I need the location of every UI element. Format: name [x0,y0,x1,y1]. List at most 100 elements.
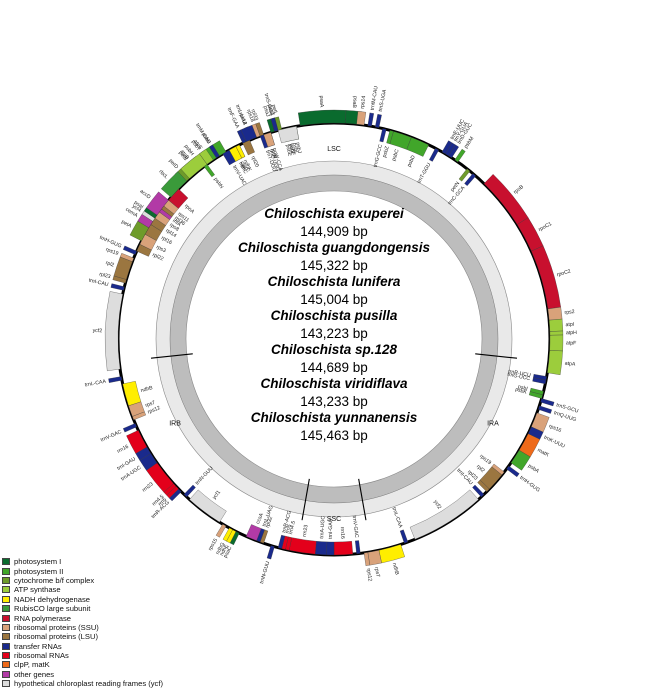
legend-item-ndh: NADH dehydrogenase [2,595,302,604]
svg-text:petN: petN [450,181,462,194]
gene-rrn16: rrn16 [333,527,353,556]
gc-midline [169,174,499,504]
gene-rps4: rps4 [263,132,278,160]
species-name-1: Chiloschista guangdongensis [238,240,431,255]
legend-swatch [2,661,10,669]
gene-trni-gau: trnI-GAU [326,518,334,556]
legend-label: hypothetical chloroplast reading frames … [14,679,163,688]
legend-label: transfer RNAs [14,641,62,651]
genome-size-6: 145,463 bp [300,428,368,443]
legend-label: ribosomal proteins (LSU) [14,632,98,642]
svg-text:ndhE: ndhE [219,543,230,557]
svg-text:rpl23: rpl23 [98,271,111,280]
gene-ycf2: ycf2 [93,291,123,372]
legend-swatch [2,642,10,650]
svg-text:infA: infA [171,218,182,228]
legend-label: other genes [14,669,55,679]
svg-text:trnI-GAU: trnI-GAU [328,518,334,539]
legend-swatch [2,586,10,594]
svg-text:rps15: rps15 [207,537,219,551]
species-name-4: Chiloschista sp.128 [271,342,398,357]
svg-text:trnT-GGU: trnT-GGU [416,162,432,185]
species-name-3: Chiloschista pusilla [271,308,398,323]
legend-swatch [2,567,10,575]
region-label-ssc: SSC [327,516,341,523]
svg-text:psaJ: psaJ [262,105,271,118]
region-label-lsc: LSC [327,146,341,153]
svg-text:rpl2: rpl2 [475,464,486,474]
legend-item-clp: clpP, matK [2,660,302,669]
svg-text:trnN-GUU: trnN-GUU [194,465,214,486]
genome-size-1: 145,322 bp [300,258,368,273]
svg-text:rrn5: rrn5 [157,497,168,508]
gene-rpoc2: rpoC2 [531,245,572,310]
svg-text:ndhG: ndhG [215,542,226,556]
gene-rps2: rps2 [547,306,575,321]
legend-label: photosystem I [14,557,62,567]
svg-text:psbC: psbC [391,148,401,162]
svg-text:rrn16: rrn16 [339,527,346,539]
genome-size-2: 145,004 bp [300,292,368,307]
gene-atpa: atpA [547,350,576,375]
svg-text:rpl32: rpl32 [265,516,275,529]
svg-text:psaB: psaB [351,96,358,109]
legend-label: cytochrome b/f complex [14,575,95,585]
legend-label: photosystem II [14,566,64,576]
svg-text:psbJ: psbJ [294,142,302,154]
gc-ring-inner [185,190,483,488]
svg-text:ycf2: ycf2 [432,499,442,510]
svg-text:ndhK: ndhK [242,159,253,173]
svg-text:rps12: rps12 [365,568,373,582]
svg-text:trnK-UUU: trnK-UUU [543,435,566,450]
svg-text:petB: petB [177,150,189,162]
svg-text:trnI-CAU: trnI-CAU [88,278,109,289]
region-label-irb: IRB [169,420,181,427]
legend-swatch [2,558,10,566]
svg-text:trnL-CAA: trnL-CAA [390,507,403,530]
gene-ycf1: ycf1 [189,489,227,523]
svg-text:atpI: atpI [565,322,574,329]
legend-swatch [2,605,10,613]
gene-trnr-acg: trnR-ACG [277,510,293,549]
svg-text:rps7: rps7 [373,567,381,578]
gene-psbn: psbN [203,164,224,190]
gc-content-ring [155,160,513,518]
svg-text:trnfM-CAU: trnfM-CAU [370,85,380,110]
svg-text:ndhB: ndhB [391,562,400,576]
gene-psba: psbA [510,450,540,475]
legend-item-rbc: RubisCO large subunit [2,604,302,613]
legend-swatch [2,680,10,688]
gene-atpe: atpE [192,139,214,165]
svg-text:petA: petA [120,219,133,230]
svg-text:trnR-UCU: trnR-UCU [508,369,532,379]
svg-text:clpP: clpP [239,160,249,172]
svg-text:rrn16: rrn16 [116,444,130,455]
gene-rpob: rpoB [483,174,529,225]
svg-text:rpoB: rpoB [513,184,526,196]
legend-item-rpl: ribosomal proteins (LSU) [2,632,302,641]
gene-trng-gcc: trnG-GCC [373,128,387,168]
svg-text:rpoA: rpoA [183,203,196,215]
gene-rrn16: rrn16 [116,430,148,455]
genome-size-5: 143,233 bp [300,394,368,409]
svg-text:accD: accD [139,188,152,200]
species-name-5: Chiloschista viridiflava [260,376,408,391]
legend-item-ps1: photosystem I [2,557,302,566]
svg-text:rrn5: rrn5 [285,524,293,534]
legend-item-rrn: ribosomal RNAs [2,651,302,660]
svg-text:rps16: rps16 [548,423,562,433]
svg-text:trnL-CAA: trnL-CAA [84,379,107,389]
gene-psbk: psbK [514,387,543,399]
gene-trng-ucc: trnG-UCC [507,372,547,385]
gene-trnl-caa: trnL-CAA [390,507,409,544]
svg-text:trnA-UGC: trnA-UGC [319,515,326,538]
legend-item-oth: other genes [2,670,302,679]
svg-text:ycf3: ycf3 [287,143,295,154]
svg-text:rpoC1: rpoC1 [538,221,553,233]
svg-text:rpl2: rpl2 [105,260,115,268]
legend-swatch [2,614,10,622]
legend-item-ycf: hypothetical chloroplast reading frames … [2,679,302,688]
